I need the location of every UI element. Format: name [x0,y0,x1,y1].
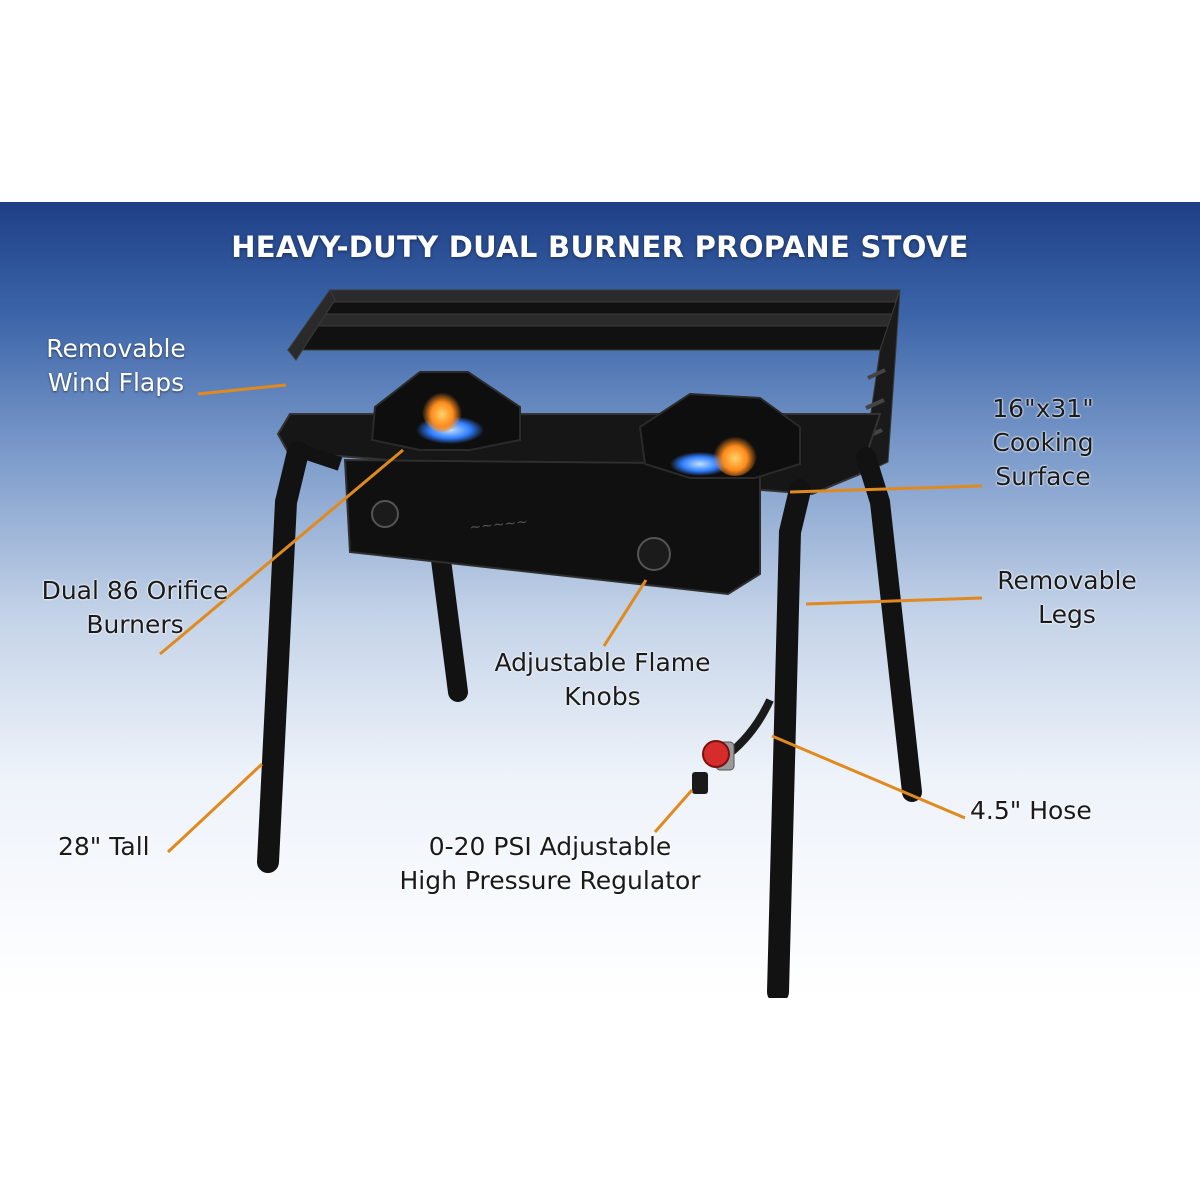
callout-knobs-line-2: Knobs [564,682,641,711]
callout-cooking-surface-line-1: 16"x31" [992,394,1094,423]
infographic-panel: ~~~~~ [0,202,1200,998]
page-title: HEAVY-DUTY DUAL BURNER PROPANE STOVE [231,230,969,264]
rear-right-leg [856,447,922,802]
callout-wind-flaps-line-2: Wind Flaps [47,368,185,397]
left-knob [371,500,399,528]
callout-regulator-line-1: 0-20 PSI Adjustable [428,832,672,861]
callout-burners: Dual 86 Orifice Burners [20,574,250,642]
callout-wind-flaps: Removable Wind Flaps [36,332,196,400]
flames [416,388,757,476]
callout-legs: Removable Legs [982,564,1152,632]
right-knob [637,537,671,571]
callout-knobs-line-1: Adjustable Flame [494,648,711,677]
callout-cooking-surface-line-2: Cooking [992,428,1094,457]
callout-burners-line-2: Burners [86,610,184,639]
callout-cooking-surface: 16"x31" Cooking Surface [968,392,1118,494]
regulator [692,740,735,794]
callout-legs-line-2: Legs [1038,600,1096,629]
leader-lines [159,383,983,854]
callout-regulator: 0-20 PSI Adjustable High Pressure Regula… [370,830,730,898]
knobs [371,500,671,571]
wind-flaps [287,289,901,475]
callout-regulator-line-2: High Pressure Regulator [399,866,701,895]
callout-burners-line-1: Dual 86 Orifice [41,576,229,605]
stove-illustration: ~~~~~ [159,289,983,998]
front-right-leg [767,479,811,998]
callout-hose: 4.5" Hose [970,796,1092,825]
burner-box [343,458,761,596]
callout-cooking-surface-line-3: Surface [995,462,1091,491]
rear-left-leg [430,542,468,702]
callout-tall: 28" Tall [58,832,150,861]
callout-knobs: Adjustable Flame Knobs [470,646,735,714]
front-left-leg [257,441,309,873]
callout-legs-line-1: Removable [997,566,1137,595]
svg-text:~~~~~: ~~~~~ [469,514,529,536]
callout-wind-flaps-line-1: Removable [46,334,186,363]
